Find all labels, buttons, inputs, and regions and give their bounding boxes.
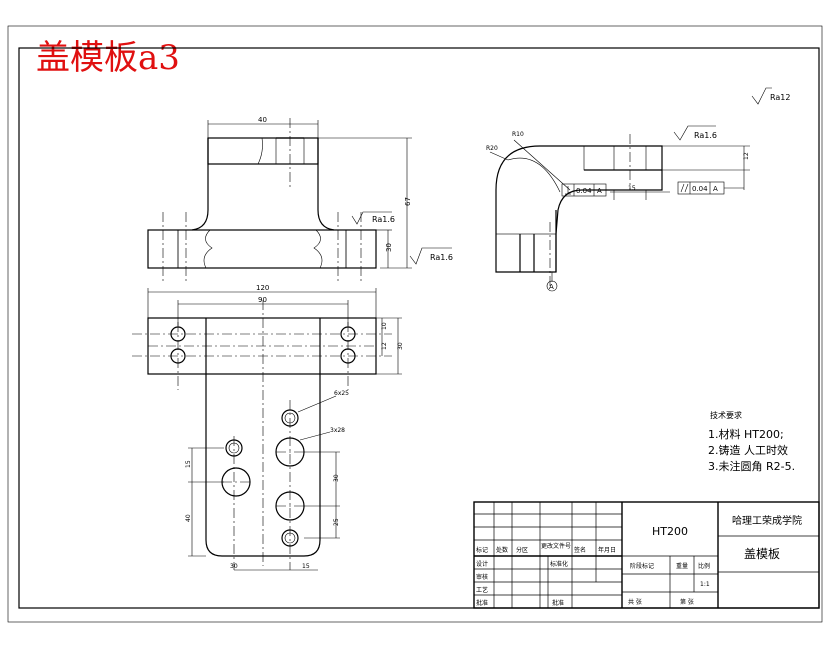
svg-text:1:1: 1:1 [700, 581, 710, 588]
svg-text:R20: R20 [486, 145, 498, 152]
drawing-title: 盖模板a3 [36, 38, 180, 78]
svg-text:批准: 批准 [552, 599, 564, 607]
svg-text:比例: 比例 [698, 562, 710, 570]
svg-text:A: A [549, 283, 554, 291]
svg-text:120: 120 [256, 284, 269, 292]
svg-text:15: 15 [185, 460, 192, 468]
svg-text:处数: 处数 [496, 546, 508, 554]
dim-total-height: 67 [404, 197, 412, 206]
svg-text:阶段标记: 阶段标记 [630, 562, 654, 570]
svg-text:年月日: 年月日 [598, 546, 616, 554]
title-block: 标记 处数 分区 更改文件号 签名 年月日 设计 标准化 审核 工艺 批准 批准… [473, 501, 820, 609]
svg-text:Ra1.6: Ra1.6 [430, 253, 453, 262]
roughness-general: Ra12 [751, 87, 790, 105]
technical-notes: 技术要求 1.材料 HT200; 2.铸造 人工时效 3.未注圆角 R2-5. [708, 410, 795, 473]
svg-text:更改文件号: 更改文件号 [541, 542, 571, 550]
svg-text:R10: R10 [512, 131, 524, 138]
svg-text:25: 25 [333, 518, 340, 526]
svg-text:12: 12 [743, 152, 750, 160]
svg-text:40: 40 [185, 514, 192, 522]
svg-text:A: A [597, 187, 602, 195]
svg-text:0.04: 0.04 [576, 187, 592, 195]
svg-text:重量: 重量 [676, 562, 688, 570]
svg-text:第 张: 第 张 [680, 598, 694, 606]
material-value: HT200 [652, 525, 688, 538]
svg-text:6x25: 6x25 [334, 390, 349, 397]
svg-text:3x28: 3x28 [330, 427, 345, 434]
svg-text:15: 15 [628, 185, 636, 192]
part-name: 盖模板 [744, 547, 780, 561]
svg-text:1.材料 HT200;: 1.材料 HT200; [708, 427, 784, 441]
svg-text:共 张: 共 张 [628, 598, 642, 606]
svg-text:2.铸造 人工时效: 2.铸造 人工时效 [708, 443, 788, 457]
svg-text:A: A [713, 185, 718, 193]
svg-text:12: 12 [381, 342, 388, 350]
svg-text:审核: 审核 [476, 573, 488, 581]
svg-text:批准: 批准 [476, 599, 488, 607]
svg-text:30: 30 [397, 342, 404, 350]
school-name: 哈理工荣成学院 [732, 514, 802, 527]
svg-text:Ra1.6: Ra1.6 [372, 215, 395, 224]
inner-frame [18, 47, 820, 609]
plan-view: 6x25 3x28 120 90 30 10 12 15 40 30 25 [132, 284, 404, 571]
svg-text:签名: 签名 [574, 546, 586, 554]
svg-text:3.未注圆角 R2-5.: 3.未注圆角 R2-5. [708, 459, 795, 473]
side-view: R20 R10 A 0.04 A 15 0.04 A 12 Ra1.6 [486, 125, 750, 292]
svg-text:工艺: 工艺 [476, 586, 488, 594]
front-view-top: 40 67 30 Ra1.6 Ra1.6 [147, 116, 453, 282]
svg-text:Ra12: Ra12 [770, 93, 790, 102]
svg-text:90: 90 [258, 296, 267, 304]
svg-text:Ra1.6: Ra1.6 [694, 131, 717, 140]
svg-text:技术要求: 技术要求 [710, 410, 742, 420]
svg-text:30: 30 [230, 563, 238, 570]
svg-text:设计: 设计 [476, 560, 488, 568]
svg-text:30: 30 [333, 474, 340, 482]
dim-flange-height: 30 [385, 243, 393, 252]
svg-text:10: 10 [381, 322, 388, 330]
svg-text:标记: 标记 [476, 546, 488, 554]
outer-border [7, 25, 823, 623]
svg-text:标准化: 标准化 [550, 560, 568, 568]
dim-top-width: 40 [258, 116, 267, 124]
svg-text:分区: 分区 [516, 546, 528, 554]
svg-text:15: 15 [302, 563, 310, 570]
svg-text:0.04: 0.04 [692, 185, 708, 193]
